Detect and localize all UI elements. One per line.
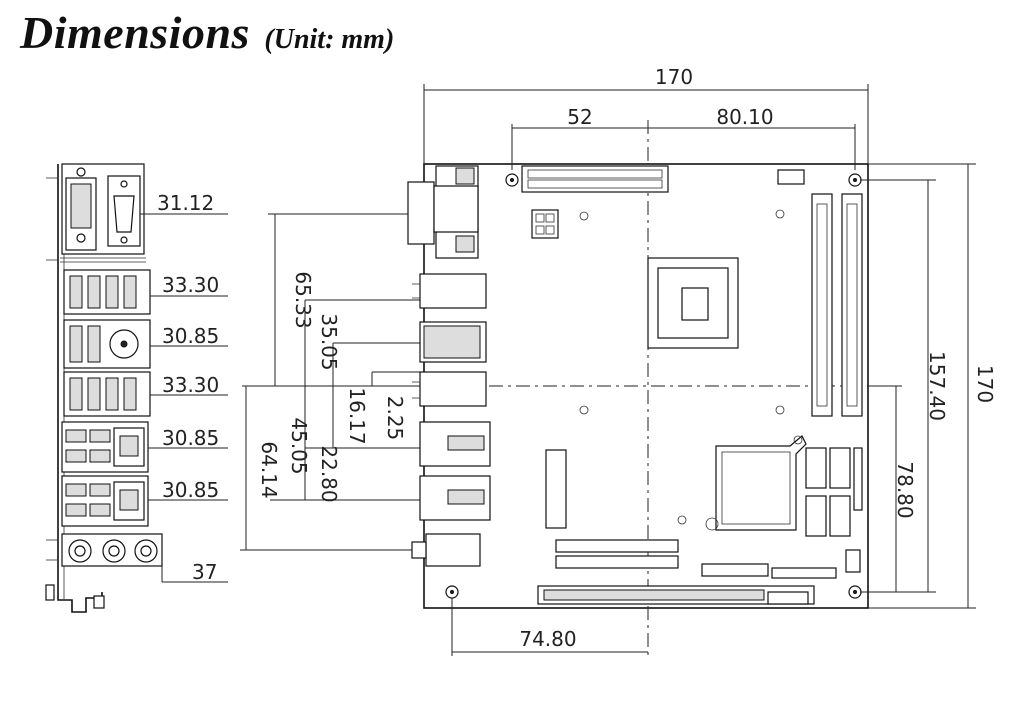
dim-16-17: 16.17	[345, 387, 369, 444]
vertical-offset-lines	[240, 213, 420, 551]
dim-usb-mid: 33.30	[162, 373, 219, 397]
pci-slots	[555, 539, 679, 569]
dim-lower-hole-offset: 78.80	[893, 461, 917, 518]
page-title: Dimensions	[20, 7, 250, 58]
dim-2-25: 2.25	[383, 396, 407, 441]
dimm-slots	[811, 193, 863, 417]
dim-bottom-offset: 74.80	[519, 627, 576, 651]
cpu-socket	[647, 257, 739, 349]
pcie-x16-slot	[537, 585, 815, 605]
sata-ports	[805, 447, 851, 537]
pin-header-right	[853, 447, 863, 511]
dim-22-80: 22.80	[317, 445, 341, 502]
dim-lan-1: 30.85	[162, 426, 219, 450]
usb-stack-1	[63, 269, 151, 315]
lan-usb-stack-1	[61, 421, 149, 473]
fan-header	[777, 169, 805, 185]
dim-usb-top: 33.30	[162, 273, 219, 297]
dim-top-left-offset: 52	[567, 105, 592, 129]
dim-35-05: 35.05	[317, 313, 341, 370]
motherboard-top-view	[407, 120, 869, 658]
usb-ps2-stack	[63, 319, 151, 369]
title-block: Dimensions (Unit: mm)	[20, 6, 394, 59]
dim-64-14: 64.14	[257, 441, 281, 498]
mini-card-slot	[545, 449, 567, 529]
dim-65-33: 65.33	[291, 271, 315, 328]
atx-power-connector	[521, 165, 669, 193]
dim-top-right-offset: 80.10	[716, 105, 773, 129]
dim-audio: 37	[192, 560, 217, 584]
lan-usb-stack-2	[61, 475, 149, 527]
dim-vga-dvi: 31.12	[157, 191, 214, 215]
mounting-holes	[445, 173, 862, 599]
small-header	[845, 549, 861, 573]
dim-usb-ps2: 30.85	[162, 324, 219, 348]
dim-board-width: 170	[655, 65, 693, 89]
gpio-header	[771, 567, 837, 579]
rear-io-top-view	[407, 165, 491, 567]
unit-label: (Unit: mm)	[264, 24, 395, 55]
chipset-heatsink	[705, 435, 807, 531]
board-dimension-lines	[423, 84, 976, 656]
io-panel-side-view	[45, 163, 228, 613]
front-panel-header	[701, 563, 769, 577]
dim-lan-2: 30.85	[162, 478, 219, 502]
dim-45-05: 45.05	[287, 417, 311, 474]
dim-hole-span: 157.40	[925, 351, 949, 421]
dim-board-height: 170	[973, 365, 997, 403]
audio-jacks	[61, 533, 163, 567]
usb-stack-2	[63, 371, 151, 417]
